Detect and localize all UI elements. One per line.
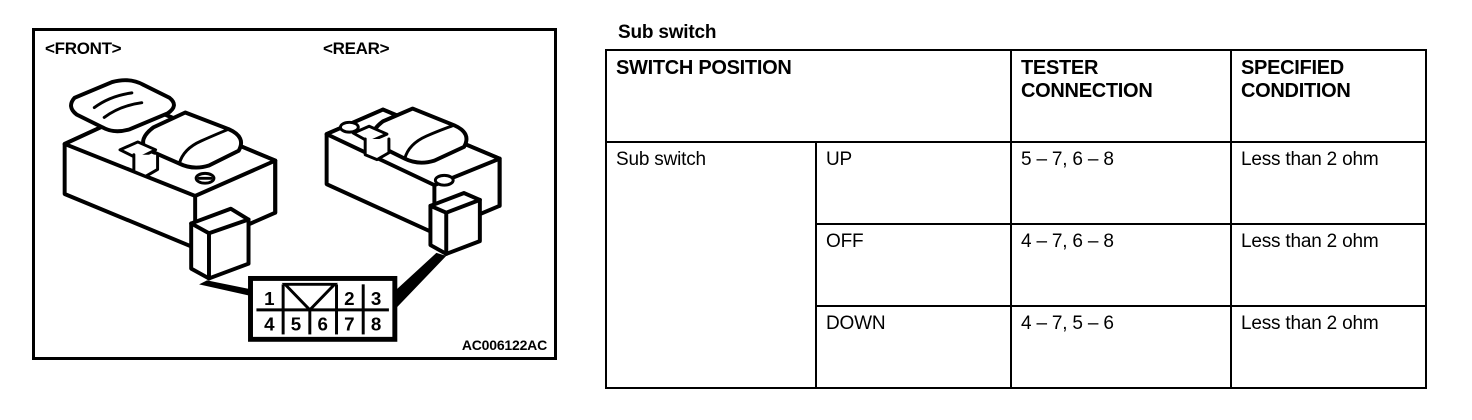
cell-specified-condition: Less than 2 ohm <box>1230 223 1428 307</box>
pin-number: 2 <box>344 288 354 309</box>
pin-number: 6 <box>317 314 327 335</box>
connector-pin-numbers: 1 2 3 4 5 6 7 8 <box>264 288 381 334</box>
rear-view-label: <REAR> <box>323 39 390 58</box>
table-header-row: SWITCH POSITION TESTER CONNECTION SPECIF… <box>604 49 1428 143</box>
cell-switch-position: DOWN <box>814 305 1013 389</box>
cell-switch-position: UP <box>814 141 1013 225</box>
table-row: OFF 4 – 7, 6 – 8 Less than 2 ohm <box>606 223 1428 307</box>
front-switch-illustration <box>62 78 278 281</box>
cell-tester-connection: 5 – 7, 6 – 8 <box>1010 141 1233 225</box>
pin-number: 5 <box>291 314 301 335</box>
header-switch-position: SWITCH POSITION <box>604 49 1013 143</box>
cell-tester-connection: 4 – 7, 6 – 8 <box>1010 223 1233 307</box>
cell-specified-condition: Less than 2 ohm <box>1230 305 1428 389</box>
pin-number: 4 <box>264 314 275 335</box>
cell-tester-connection: 4 – 7, 5 – 6 <box>1010 305 1233 389</box>
figure-part-number: AC006122AC <box>461 337 547 353</box>
header-tester-connection: TESTER CONNECTION <box>1010 49 1233 143</box>
table-row: Sub switch UP 5 – 7, 6 – 8 Less than 2 o… <box>605 141 1428 389</box>
header-specified-condition-line2: CONDITION <box>1241 80 1351 102</box>
pin-number: 7 <box>344 314 354 335</box>
polarity-notch-triangle <box>281 282 339 312</box>
sub-switch-spec-table: SWITCH POSITION TESTER CONNECTION SPECIF… <box>604 49 1428 389</box>
header-specified-condition: SPECIFIED CONDITION <box>1230 49 1428 143</box>
pin-number: 3 <box>371 288 381 309</box>
connector-pin-diagram <box>248 275 398 342</box>
front-view-label: <FRONT> <box>45 39 122 58</box>
section-title: Sub switch <box>618 22 717 43</box>
cell-specified-condition: Less than 2 ohm <box>1230 141 1428 225</box>
specification-section: Sub switch SWITCH POSITION TESTER CONNEC… <box>604 22 1428 389</box>
illustration-panel: <FRONT> <REAR> <box>32 28 557 360</box>
cell-switch-position: OFF <box>814 223 1013 307</box>
table-row: DOWN 4 – 7, 5 – 6 Less than 2 ohm <box>606 305 1428 389</box>
header-specified-condition-line1: SPECIFIED <box>1241 57 1344 79</box>
rear-switch-illustration <box>324 106 502 256</box>
pin-number: 1 <box>264 288 274 309</box>
cell-switch-group-label: Sub switch <box>605 141 817 389</box>
power-window-switch-drawing: 1 2 3 4 5 6 7 8 <box>62 78 502 342</box>
pin-number: 8 <box>371 314 381 335</box>
header-tester-connection-line2: CONNECTION <box>1021 80 1153 102</box>
header-tester-connection-line1: TESTER <box>1021 57 1099 79</box>
